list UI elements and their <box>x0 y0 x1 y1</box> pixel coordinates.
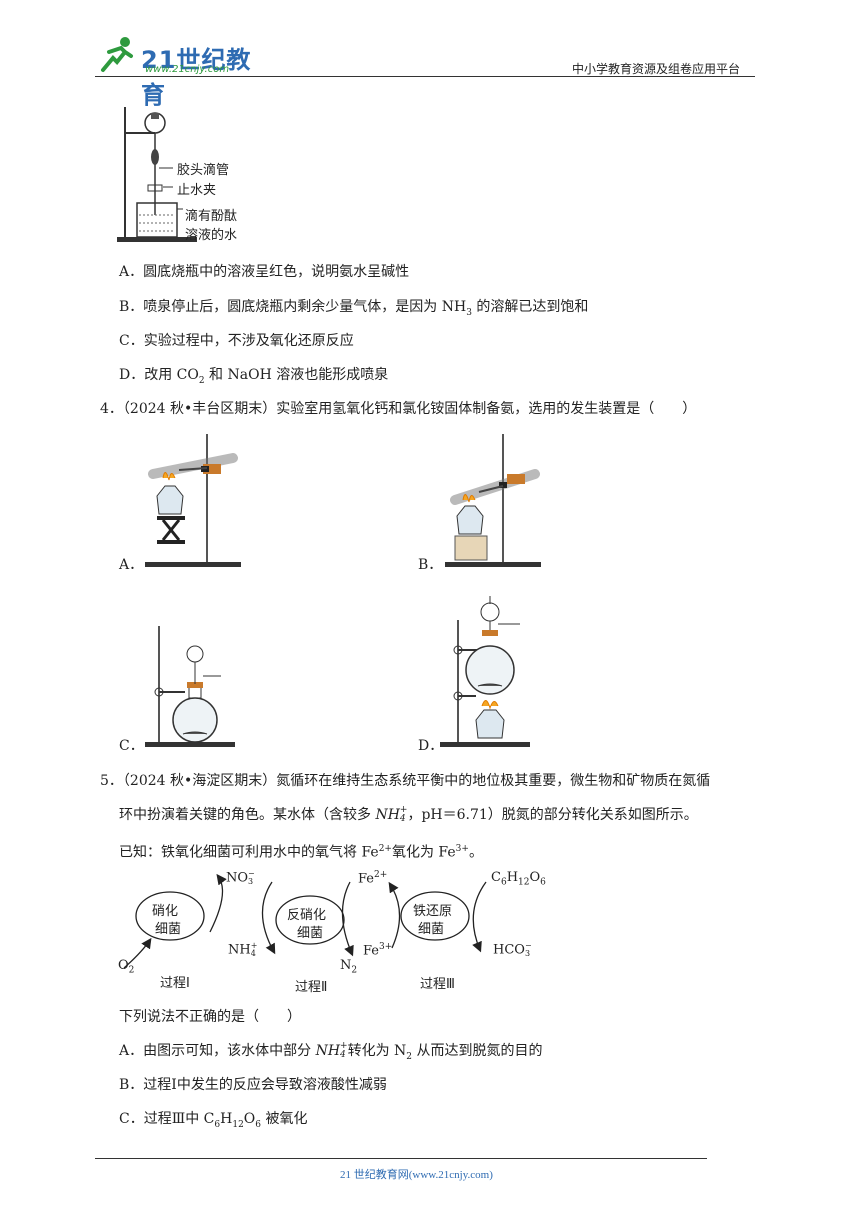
apparatus-d-label: D． <box>418 738 444 754</box>
label-clamp: 止水夹 <box>177 183 217 198</box>
q3-option-d: D．改用 CO2 和 NaOH 溶液也能形成喷泉 <box>119 365 388 391</box>
option-letter: A． <box>119 264 144 280</box>
nitrogen-cycle-diagram <box>123 873 487 969</box>
question-stem: （2024 秋•海淀区期末）氮循环在维持生态系统平衡中的地位极其重要，微生物和矿… <box>122 773 711 789</box>
label-hco3: HCO−3 <box>493 941 532 958</box>
q5-option-c: C．过程Ⅲ中 C6H12O6 被氧化 <box>119 1111 308 1130</box>
q4-stem: 4．（2024 秋•丰台区期末）实验室用氢氧化钙和氯化铵固体制备氨，选用的发生装… <box>100 399 696 419</box>
bubble-iron-reduction-2: 细菌 <box>418 922 445 937</box>
footer-link[interactable]: 21 世纪教育网(www.21cnjy.com) <box>340 1169 493 1181</box>
apparatus-b-figure <box>445 434 541 567</box>
apparatus-a-figure <box>145 434 241 567</box>
logo-url: www.21cnjy.com <box>145 64 230 75</box>
q5-stem-line1: 5．（2024 秋•海淀区期末）氮循环在维持生态系统平衡中的地位极其重要，微生物… <box>100 771 710 791</box>
apparatus-d-figure <box>440 596 530 747</box>
label-process-1: 过程Ⅰ <box>160 976 190 991</box>
apparatus-b-label: B． <box>418 557 443 573</box>
q5-option-b: B．过程Ⅰ中发生的反应会导致溶液酸性减弱 <box>119 1077 387 1093</box>
question-number: 4． <box>100 401 123 417</box>
label-o2: O2 <box>118 958 135 976</box>
platform-title: 中小学教育资源及组卷应用平台 <box>572 62 741 76</box>
option-letter: C． <box>119 333 144 349</box>
q3-option-c: C．实验过程中，不涉及氧化还原反应 <box>119 331 354 351</box>
q3-option-a: A．圆底烧瓶中的溶液呈红色，说明氨水呈碱性 <box>119 262 409 282</box>
subscript: 2 <box>198 375 205 386</box>
bubble-nitrification-1: 硝化 <box>152 904 179 919</box>
stem-text: 环中扮演着关键的角色。某水体（含较多 <box>119 807 376 823</box>
label-fe3: Fe3+ <box>363 942 393 959</box>
option-letter: D． <box>119 367 145 383</box>
stem-text-end: ，pH＝6.71）脱氮的部分转化关系如图所示。 <box>407 807 698 823</box>
label-n2: N2 <box>340 958 358 976</box>
option-text-end: 和 NaOH 溶液也能形成喷泉 <box>204 367 389 383</box>
label-glucose: C6H12O6 <box>491 870 546 888</box>
label-process-2: 过程Ⅱ <box>295 980 328 995</box>
question-number: 5． <box>100 773 123 789</box>
apparatus-a-label: A． <box>119 557 144 573</box>
label-dropper: 胶头滴管 <box>177 163 230 178</box>
subscript: 3 <box>466 307 472 318</box>
bubble-denitrification-2: 细菌 <box>297 926 324 941</box>
logo: 21世纪教育 www.21cnjy.com <box>95 34 265 109</box>
option-text: 喷泉停止后，圆底烧瓶内剩余少量气体，是因为 NH <box>143 299 467 315</box>
bubble-iron-reduction-1: 铁还原 <box>413 904 453 919</box>
bubble-nitrification-2: 细菌 <box>155 922 182 937</box>
label-water-2: 溶液的水 <box>185 228 238 243</box>
label-process-3: 过程Ⅲ <box>420 977 455 992</box>
bubble-denitrification-1: 反硝化 <box>287 908 327 923</box>
footer-divider <box>95 1158 707 1159</box>
header-divider <box>95 76 755 77</box>
option-text: 实验过程中，不涉及氧化还原反应 <box>143 333 354 349</box>
fountain-apparatus-figure <box>117 107 197 242</box>
label-nh4: NH+4 <box>228 941 258 958</box>
option-text-end: 的溶解已达到饱和 <box>471 299 589 315</box>
option-text: 圆底烧瓶中的溶液呈红色，说明氨水呈碱性 <box>143 264 410 280</box>
q5-stem-line2: 环中扮演着关键的角色。某水体（含较多 NH+4，pH＝6.71）脱氮的部分转化关… <box>119 805 698 825</box>
label-no3: NO−3 <box>226 869 255 886</box>
label-fe2: Fe2+ <box>358 870 388 887</box>
runner-logo-icon <box>101 37 133 72</box>
label-water-1: 滴有酚酞 <box>185 209 238 224</box>
apparatus-c-figure <box>145 626 235 747</box>
q3-option-b: B．喷泉停止后，圆底烧瓶内剩余少量气体，是因为 NH3 的溶解已达到饱和 <box>119 297 588 323</box>
logo-text: 21世纪教育 <box>141 46 252 109</box>
q5-known: 已知：铁氧化细菌可利用水中的氧气将 Fe2+氧化为 Fe3+。 <box>119 844 483 861</box>
option-letter: B． <box>119 299 144 315</box>
apparatus-c-label: C． <box>119 738 144 754</box>
question-stem: （2024 秋•丰台区期末）实验室用氢氧化钙和氯化铵固体制备氨，选用的发生装置是… <box>122 401 697 417</box>
option-text: 改用 CO <box>144 367 199 383</box>
q5-question: 下列说法不正确的是（ ） <box>119 1009 301 1025</box>
ammonium-formula: NH+4 <box>375 805 408 824</box>
